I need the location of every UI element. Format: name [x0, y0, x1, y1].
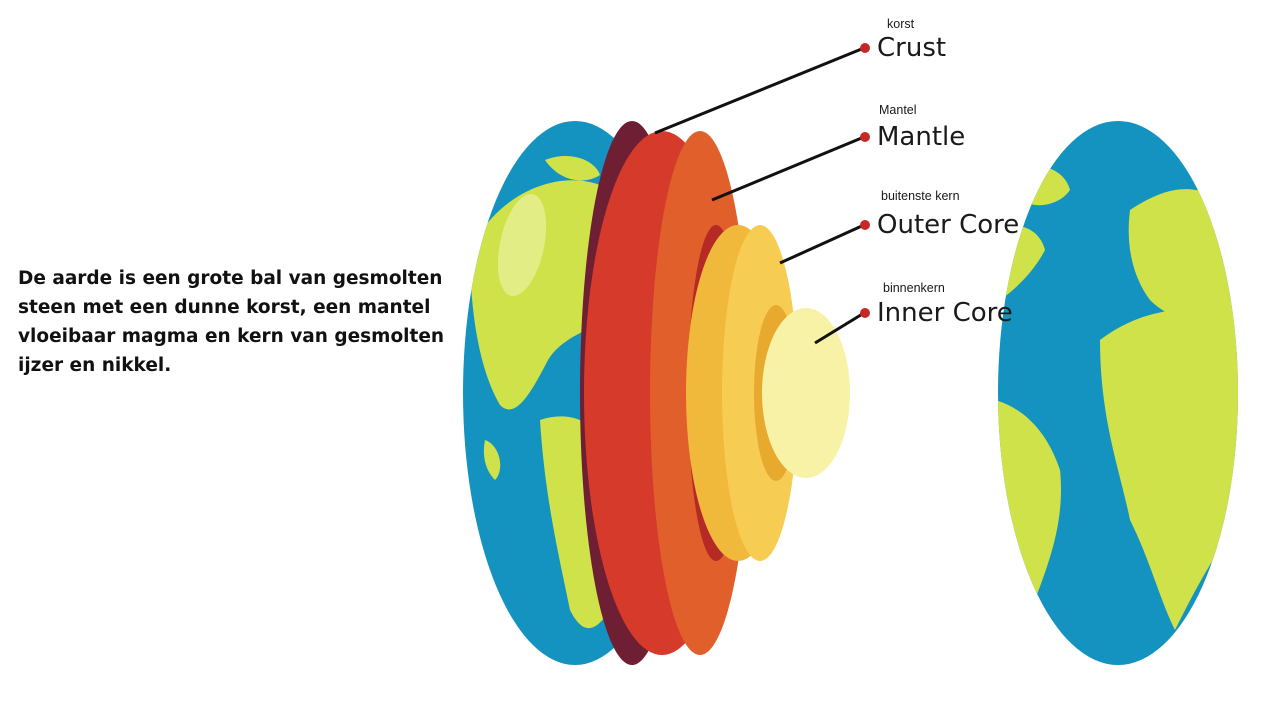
mantle-label: Mantle [877, 122, 965, 152]
inner-core-marker-dot [860, 308, 870, 318]
mantle-translation-label: Mantel [879, 103, 917, 117]
inner-core-layer [762, 308, 850, 478]
mantle-marker-dot [860, 132, 870, 142]
outer-core-leader-line [779, 223, 865, 265]
right-hemisphere [998, 121, 1238, 665]
mantle-leader-line [711, 135, 865, 202]
outer-core-label: Outer Core [877, 210, 1019, 240]
outer-core-marker-dot [860, 220, 870, 230]
crust-translation-label: korst [887, 17, 915, 31]
description-text: De aarde is een grote bal van gesmolten … [18, 268, 445, 376]
inner-core-translation-label: binnenkern [883, 281, 945, 295]
inner-core-label: Inner Core [877, 298, 1013, 328]
outer-core-translation-label: buitenste kern [881, 189, 960, 203]
crust-label: Crust [877, 33, 946, 63]
crust-marker-dot [860, 43, 870, 53]
inner-core-leader-line [814, 311, 865, 345]
crust-leader-line [654, 46, 865, 135]
